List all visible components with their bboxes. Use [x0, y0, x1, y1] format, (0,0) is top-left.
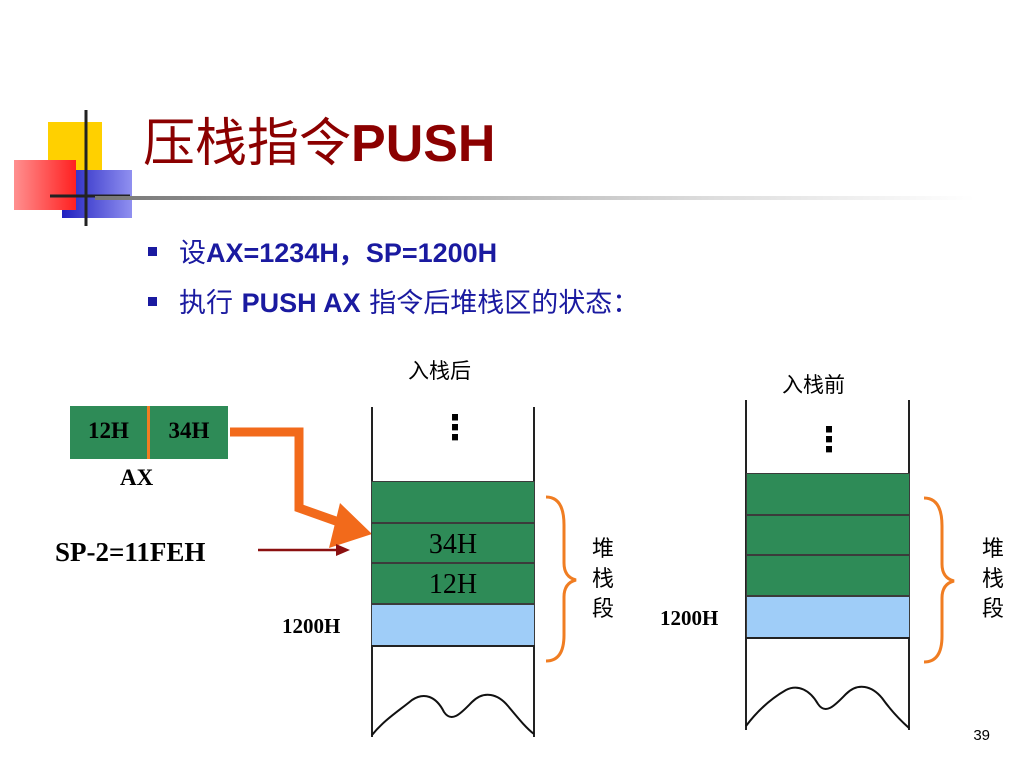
before-stack-ellipsis: ⋮ — [812, 420, 846, 460]
before-stack-cell-2 — [746, 515, 910, 555]
after-stack-base-address: 1200H — [282, 614, 341, 638]
after-stack-cell-base — [371, 604, 535, 646]
bullet-item-1: 设AX=1234H，SP=1200H — [148, 236, 497, 271]
bullet-marker — [148, 247, 157, 256]
after-stack-cell-34h: 34H — [371, 523, 535, 563]
slide-title-en: PUSH — [351, 115, 496, 173]
bullet-item-2: 执行 PUSH AX 指令后堆栈区的状态： — [148, 286, 639, 321]
after-stack-cell-12h: 12H — [371, 563, 535, 604]
bullet-1-bold: AX=1234H，SP=1200H — [206, 238, 498, 268]
sp-label: SP-2=11FEH — [55, 537, 206, 567]
before-push-heading: 入栈前 — [782, 373, 845, 397]
bullet-2-bold: PUSH AX — [241, 288, 361, 318]
after-segment-brace — [545, 495, 577, 663]
after-segment-label: 堆栈段 — [591, 537, 614, 622]
bullet-2-suffix: 指令后堆栈区的状态： — [360, 288, 640, 319]
slide-title: 压栈指令PUSH — [143, 112, 496, 176]
page-number: 39 — [973, 727, 990, 744]
slide-logo-decoration — [14, 110, 132, 226]
bullet-1-prefix: 设 — [179, 238, 206, 269]
before-stack-cell-3 — [746, 555, 910, 596]
after-stack-ellipsis: ⋮ — [438, 408, 472, 448]
before-stack-cell-base — [746, 596, 910, 638]
ax-register-name: AX — [120, 465, 154, 490]
before-stack-base-address: 1200H — [660, 606, 719, 630]
bullet-marker — [148, 297, 157, 306]
after-stack-bottom-line — [371, 645, 535, 647]
after-push-heading: 入栈后 — [408, 359, 471, 383]
logo-red-square — [14, 160, 76, 210]
before-stack-cell-1 — [746, 473, 910, 515]
before-segment-brace — [923, 496, 955, 664]
before-stack-bottom-line — [746, 637, 910, 639]
slide-title-cn: 压栈指令 — [143, 114, 352, 174]
before-segment-label: 堆栈段 — [981, 537, 1004, 622]
bullet-2-prefix: 执行 — [179, 288, 242, 319]
ax-low-byte: 34H — [168, 418, 210, 443]
after-stack-cell-empty — [371, 481, 535, 523]
ax-high-byte: 12H — [88, 418, 129, 443]
ax-register-divider — [147, 406, 150, 459]
title-underline — [95, 196, 975, 200]
